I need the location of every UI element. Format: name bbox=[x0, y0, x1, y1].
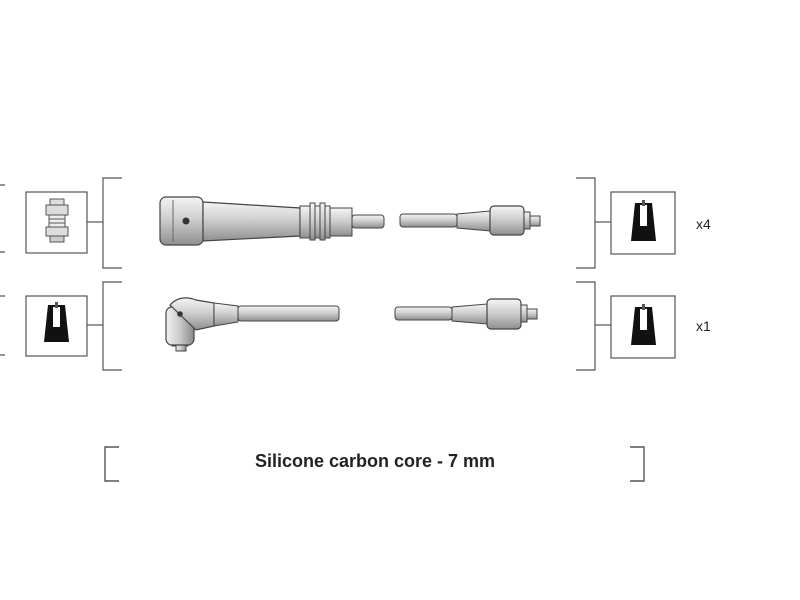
coil-connector-box-top bbox=[25, 191, 88, 254]
straight-coil-connector-icon bbox=[45, 198, 69, 243]
left-bracket-top bbox=[102, 177, 122, 269]
plug-end-lead-bottom bbox=[394, 298, 538, 330]
quantity-label-bottom: x1 bbox=[696, 318, 711, 334]
left-edge-bracket-top bbox=[0, 184, 5, 253]
boot-connector-icon bbox=[631, 200, 656, 241]
boot-connector-icon bbox=[44, 302, 69, 342]
quantity-label-top: x4 bbox=[696, 216, 711, 232]
boot-connector-icon bbox=[631, 304, 656, 345]
coil-connector-box-bottom bbox=[25, 295, 88, 357]
angled-coil-lead bbox=[165, 297, 340, 352]
caption-bracket-right bbox=[630, 446, 645, 482]
plug-end-lead-top bbox=[399, 205, 541, 236]
caption-text: Silicone carbon core - 7 mm bbox=[254, 451, 496, 471]
left-bracket-bottom bbox=[102, 281, 122, 371]
left-edge-bracket-bottom bbox=[0, 295, 5, 356]
right-bracket-bottom bbox=[576, 281, 596, 371]
right-bracket-top bbox=[576, 177, 596, 269]
caption-bracket-left bbox=[104, 446, 119, 482]
straight-coil-lead bbox=[159, 196, 385, 246]
plug-connector-box-top bbox=[610, 191, 676, 255]
plug-connector-box-bottom bbox=[610, 295, 676, 359]
